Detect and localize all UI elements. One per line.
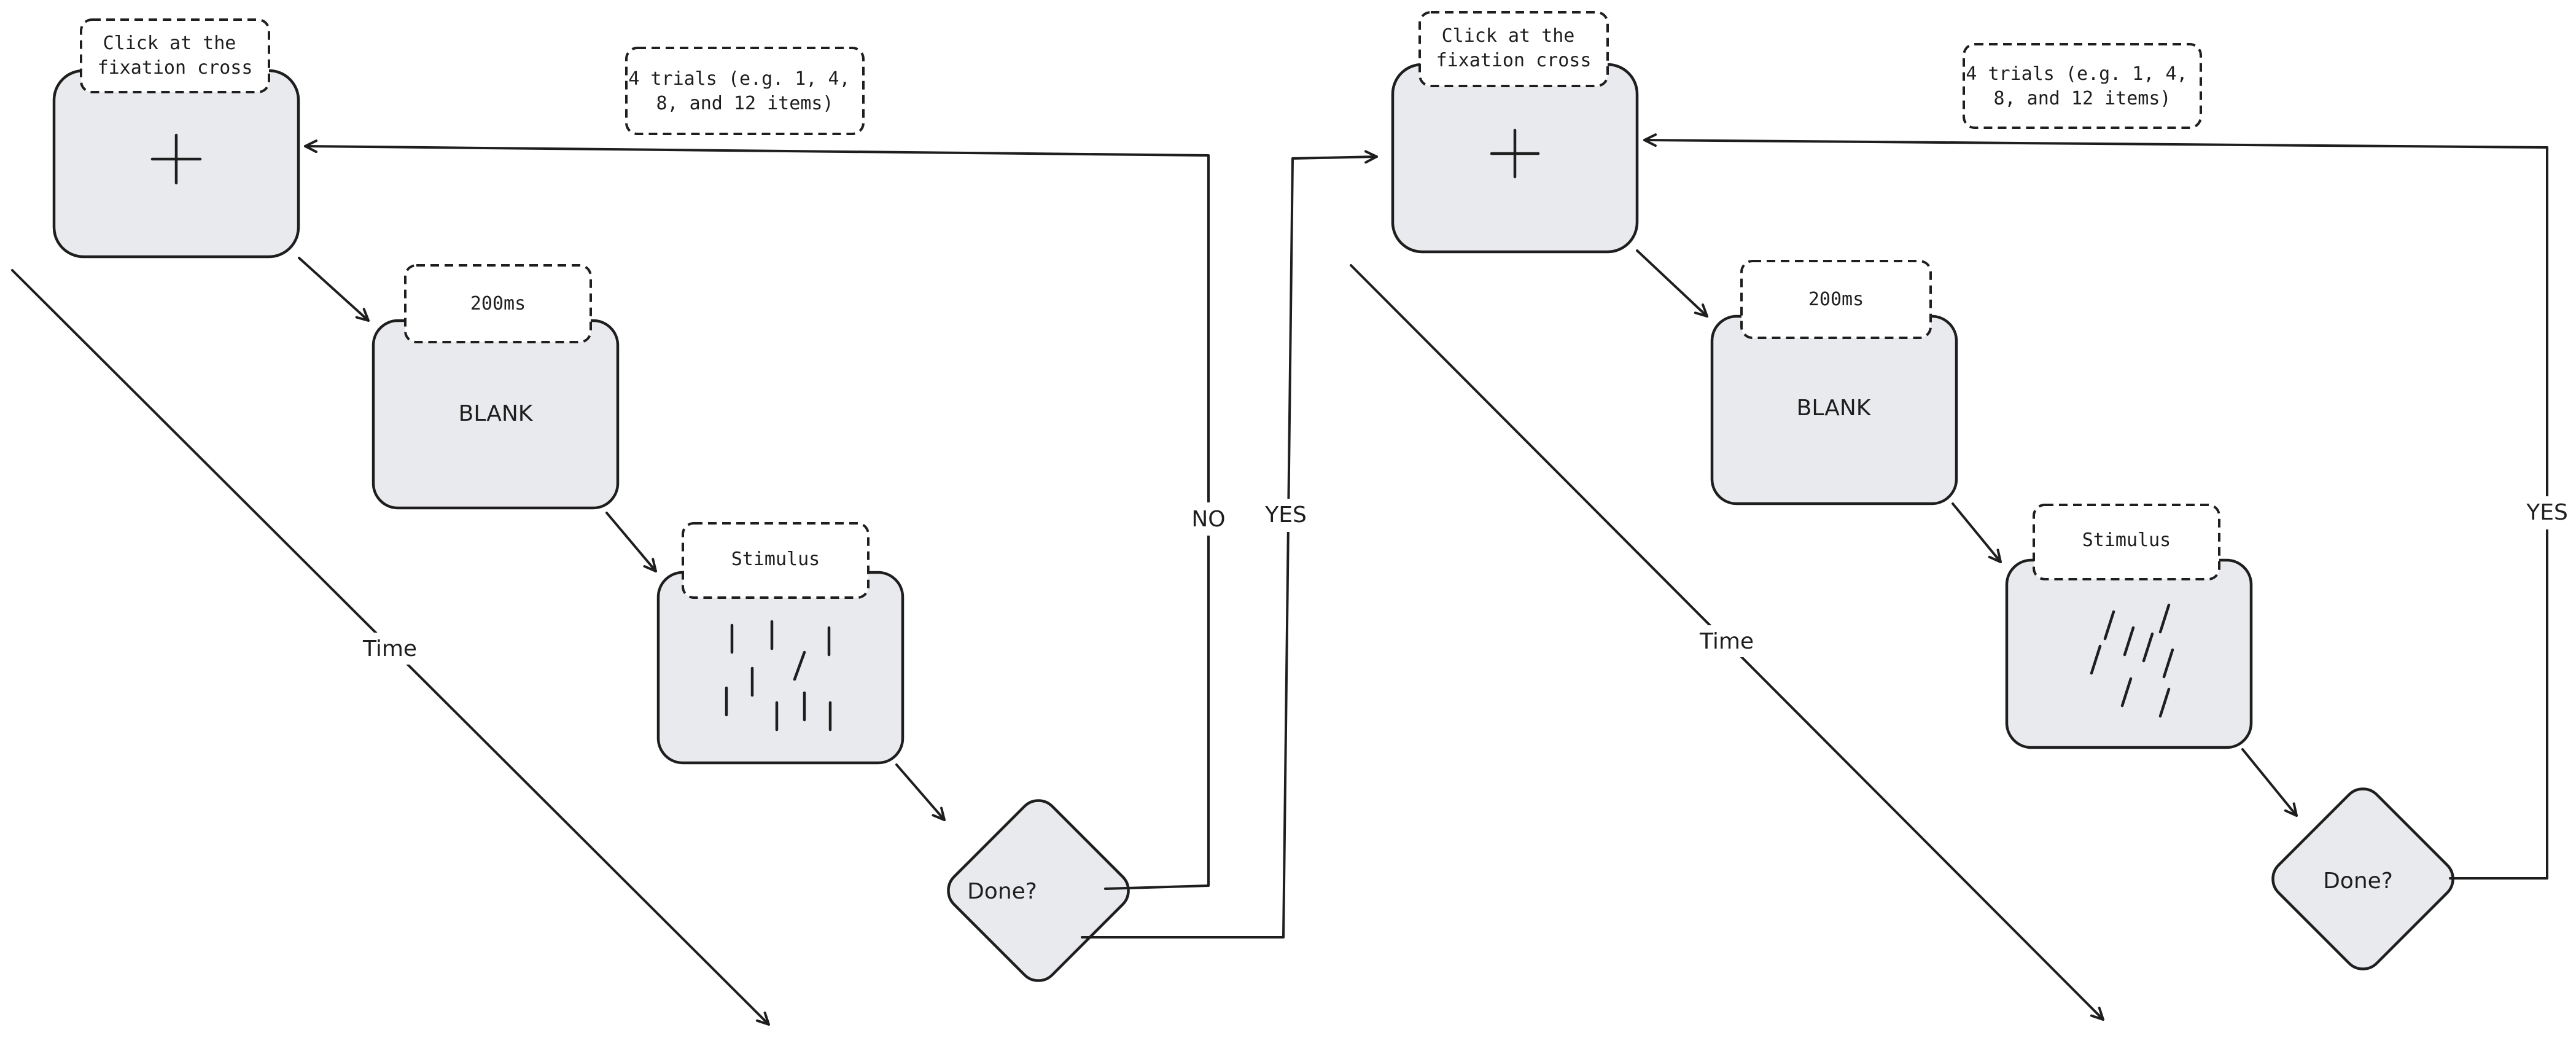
stimulus-tag [2033, 504, 2220, 580]
yes-exit-label: YES [1264, 502, 1307, 528]
no-loop-arrow [304, 139, 1210, 890]
trials-note-text: 4 trials (e.g. 1, 4, 8, and 12 items) [1966, 63, 2198, 109]
fixation-instruction-text: Click at the fixation cross [98, 33, 253, 79]
decision-diamond [2271, 787, 2454, 970]
trials-note [625, 47, 865, 135]
stimulus-tag-text: Stimulus [731, 548, 820, 570]
trials-note-text: 4 trials (e.g. 1, 4, 8, and 12 items) [628, 68, 861, 114]
time-label: Time [1699, 629, 1754, 654]
arrow-stimulus-to-decision [2241, 748, 2298, 817]
fixation-cross-icon [1490, 128, 1540, 179]
fixation-instruction-tag [1418, 11, 1609, 87]
panel-1: Time Click at the fixation cross BLANK 2… [11, 18, 1378, 1026]
decision-diamond [947, 799, 1130, 982]
arrow-fixation-to-blank [1636, 249, 1708, 318]
stimulus-tag [682, 522, 870, 599]
arrow-blank-to-stimulus [1951, 502, 2002, 563]
fixation-instruction-tag [80, 18, 270, 93]
stimulus-screen [2005, 558, 2253, 749]
blank-label: BLANK [459, 401, 534, 426]
trials-note [1963, 43, 2202, 129]
decision-label: Done? [967, 879, 1037, 904]
decision-label: Done? [2323, 868, 2393, 894]
oriented-lines-icon [725, 620, 832, 732]
arrow-fixation-to-blank [298, 257, 370, 322]
blank-duration-tag [1740, 260, 1932, 339]
arrow-blank-to-stimulus [605, 512, 657, 572]
panel-2: Time Click at the fixation cross BLANK 2… [1350, 11, 2575, 1021]
yes-label: YES [2526, 500, 2568, 525]
stimulus-tag-text: Stimulus [2082, 529, 2171, 551]
no-label: NO [1191, 507, 1225, 532]
yes-exit-arrow [1081, 150, 1378, 938]
blank-duration-text: 200ms [1808, 289, 1864, 310]
arrow-stimulus-to-decision [895, 763, 946, 821]
blank-label: BLANK [1797, 396, 1872, 421]
blank-duration-text: 200ms [470, 293, 526, 314]
fixation-cross-icon [150, 133, 202, 185]
blank-duration-tag [404, 264, 592, 343]
fixation-instruction-text: Click at the fixation cross [1436, 25, 1592, 71]
stimulus-screen [656, 571, 905, 765]
oriented-lines-icon [2090, 603, 2174, 718]
time-label: Time [362, 636, 417, 661]
